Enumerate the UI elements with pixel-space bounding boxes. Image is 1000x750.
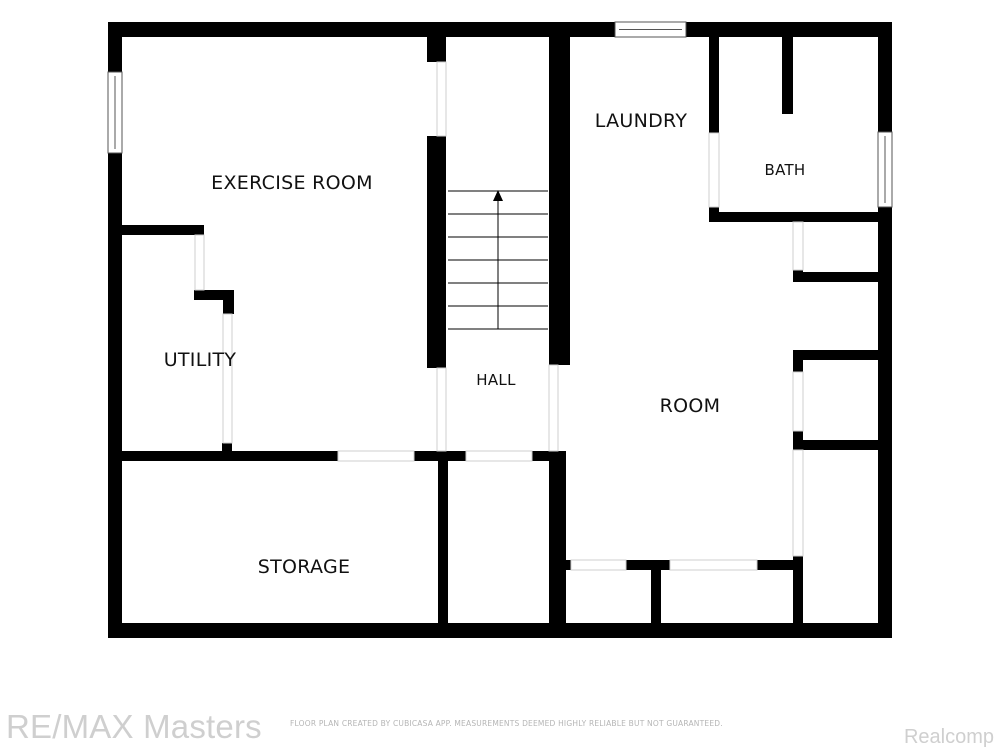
door-closet-b: [792, 371, 804, 432]
wall-utility-nib-v: [223, 290, 234, 314]
door-closet-left: [570, 559, 627, 571]
door-storage: [337, 450, 415, 462]
window-icon: [614, 21, 687, 38]
stairs: [448, 190, 548, 330]
wall-utility-nib-h: [194, 290, 234, 300]
wall-bath-bottom: [709, 212, 878, 222]
label-laundry: LAUNDRY: [594, 110, 688, 132]
door-closet-right: [669, 559, 758, 571]
wall-utility-top: [122, 225, 204, 235]
wall-right-upper: [878, 22, 892, 132]
disclaimer-text: FLOOR PLAN CREATED BY CUBICASA APP. MEAS…: [290, 719, 723, 728]
wall-hall-lower-right: [549, 451, 566, 638]
wall-hall-laundry: [549, 37, 570, 365]
wall-closet-b-top-nib: [793, 350, 803, 372]
wall-utility-bottom-nib: [222, 443, 232, 455]
wall-exercise-hall-top: [427, 37, 446, 62]
door-utility-side: [222, 313, 233, 444]
wall-closet-top-left: [549, 560, 571, 570]
door-exercise-hall: [436, 61, 447, 137]
stairs-up-arrow-icon: [493, 190, 503, 201]
door-closet-a: [792, 221, 804, 271]
window-icon: [877, 131, 893, 208]
wall-closet-b-top: [793, 350, 878, 360]
brand-logo-left: RE/MAX Masters: [6, 708, 262, 745]
wall-closet-right: [793, 556, 803, 638]
wall-left-lower: [108, 153, 122, 638]
wall-right-lower: [878, 207, 892, 638]
label-hall: HALL: [476, 371, 516, 389]
wall-top-left: [108, 22, 615, 37]
door-openings: [194, 61, 804, 571]
label-bath: BATH: [764, 161, 806, 179]
wall-storage-right: [438, 451, 448, 638]
outer-walls: [108, 22, 892, 638]
wall-closet-b-bottom: [793, 440, 878, 450]
wall-closet-top-mid: [626, 560, 670, 570]
door-laundry-bath: [708, 132, 720, 208]
wall-closet-a-bottom: [793, 272, 878, 282]
wall-laundry-bath-upper: [709, 37, 719, 133]
label-storage: STORAGE: [257, 556, 351, 578]
label-exercise-room: EXERCISE ROOM: [211, 172, 373, 194]
wall-exercise-hall: [427, 136, 446, 368]
wall-closet-divider: [651, 560, 661, 638]
wall-closet-b-bottom-nib: [793, 431, 803, 450]
wall-top-right: [686, 22, 892, 37]
wall-bottom: [108, 623, 892, 638]
brand-logo-right: Realcomp: [903, 726, 994, 748]
label-room: ROOM: [659, 395, 721, 417]
door-hall-room: [548, 364, 559, 452]
door-hall-lower: [465, 450, 533, 462]
label-utility: UTILITY: [163, 349, 237, 371]
wall-bath-stub: [782, 37, 793, 114]
door-utility-top: [194, 234, 205, 291]
wall-left-upper: [108, 22, 122, 72]
wall-closet-top-right: [757, 560, 803, 570]
window-icon: [107, 71, 123, 154]
wall-mid-left: [122, 451, 338, 461]
door-exercise-hall-lower: [436, 367, 447, 452]
interior-walls: [122, 37, 878, 638]
door-closet-c: [792, 449, 804, 557]
